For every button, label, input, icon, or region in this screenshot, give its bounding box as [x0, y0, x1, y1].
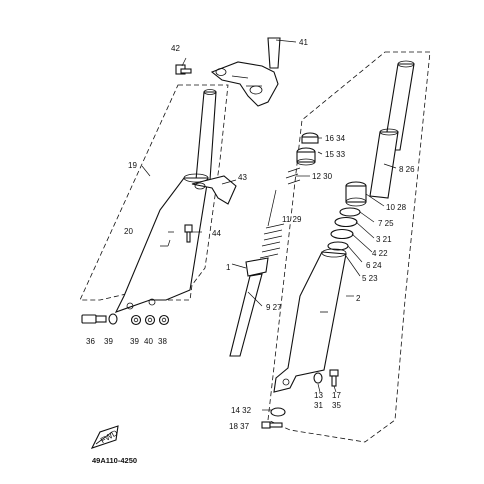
label-44: 44 [212, 229, 221, 238]
label-41: 41 [299, 38, 308, 47]
left-fork-assembly-boundary [79, 84, 229, 301]
label-10-28: 10 28 [386, 203, 407, 212]
label-39-left: 39 [104, 337, 113, 346]
label-14-32: 14 32 [231, 406, 252, 415]
left-axle-hardware [81, 313, 170, 326]
fwd-arrow-icon: FWD [90, 425, 120, 449]
label-38: 38 [158, 337, 167, 346]
label-13: 13 [314, 391, 323, 400]
fork-spring-11-29 [259, 189, 285, 259]
label-2: 2 [356, 294, 361, 303]
label-39-right: 39 [130, 337, 139, 346]
label-16-34: 16 34 [325, 134, 346, 143]
label-6-24: 6 24 [366, 261, 382, 270]
inner-tube-8-26 [369, 60, 415, 199]
fork-cap-16-34 [301, 132, 319, 144]
label-35: 35 [332, 401, 341, 410]
label-42: 42 [171, 44, 180, 53]
spacer-12-30 [285, 167, 301, 185]
outer-tube-2 [273, 248, 347, 393]
label-3-21: 3 21 [376, 235, 392, 244]
left-fork-tube [114, 89, 217, 313]
under-bracket-41 [210, 37, 281, 107]
label-17: 17 [332, 391, 341, 400]
label-40: 40 [144, 337, 153, 346]
label-1: 1 [226, 263, 231, 272]
label-8-26: 8 26 [399, 165, 415, 174]
drawing-code: 49A110-4250 [92, 456, 137, 465]
label-9-27: 9 27 [266, 303, 282, 312]
bolt-42 [175, 64, 192, 75]
label-7-25: 7 25 [378, 219, 394, 228]
label-36: 36 [86, 337, 95, 346]
label-5-23: 5 23 [362, 274, 378, 283]
label-18-37: 18 37 [229, 422, 250, 431]
damper-rod-9-27 [229, 257, 269, 357]
bolt-44 [184, 224, 193, 243]
label-4-22: 4 22 [372, 249, 388, 258]
label-43: 43 [238, 173, 247, 182]
label-12-30: 12 30 [312, 172, 333, 181]
label-11-29: 11 29 [282, 215, 302, 224]
label-20: 20 [124, 227, 133, 236]
seal-stack [327, 181, 367, 251]
cap-bolt-15-33 [296, 147, 316, 166]
right-fork-assembly-boundary [267, 51, 431, 443]
drain-hardware [261, 369, 339, 429]
label-19: 19 [128, 161, 137, 170]
label-15-33: 15 33 [325, 150, 346, 159]
label-31: 31 [314, 401, 323, 410]
